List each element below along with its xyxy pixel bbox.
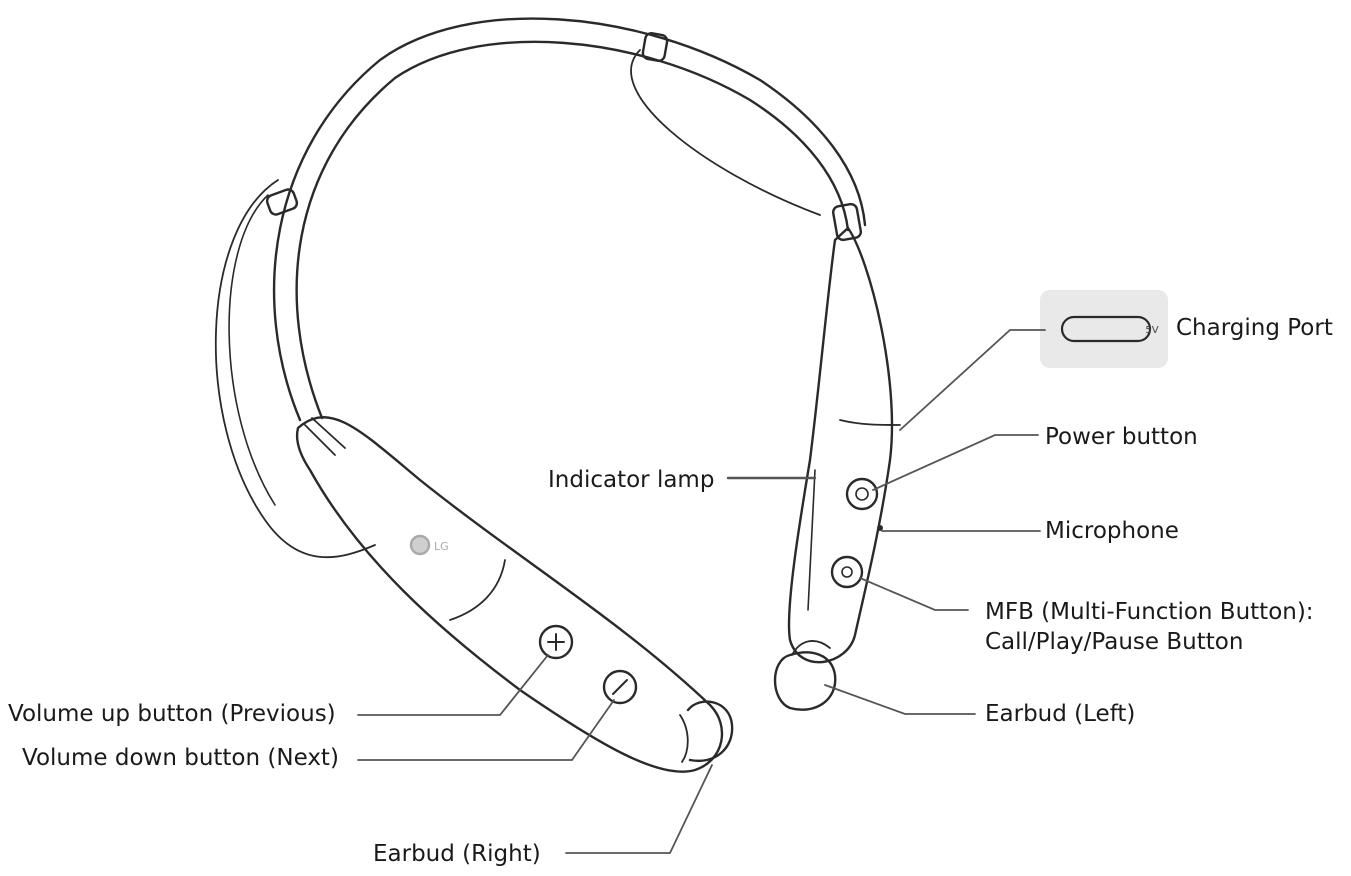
band-ring-top (641, 32, 669, 62)
leader-charging-port (899, 329, 1046, 431)
left-cable (214, 179, 376, 559)
label-mfb-line2: Call/Play/Pause Button (985, 629, 1244, 655)
earbud-right-shape (686, 700, 734, 763)
left-body (787, 226, 894, 664)
lg-logo-text: LG (434, 540, 449, 553)
label-earbud-left: Earbud (Left) (985, 701, 1136, 727)
power-button-shape (845, 477, 879, 511)
right-cable (630, 49, 821, 216)
volume-up-button-shape (538, 624, 574, 660)
mfb-button-shape (830, 555, 864, 589)
port-marking: 5V (1145, 325, 1158, 336)
band-ring-right (831, 202, 863, 242)
label-charging-port: Charging Port (1176, 315, 1333, 341)
leader-mfb (859, 577, 969, 611)
right-body (296, 416, 724, 773)
leader-volume-down (357, 699, 615, 761)
label-volume-up: Volume up button (Previous) (8, 701, 336, 727)
label-earbud-right: Earbud (Right) (373, 841, 541, 867)
label-volume-down: Volume down button (Next) (22, 745, 339, 771)
label-microphone: Microphone (1045, 518, 1179, 544)
earbud-left-shape (773, 651, 837, 711)
charging-port-shape (1060, 315, 1152, 343)
leader-earbud-left (824, 684, 976, 715)
leader-volume-up (357, 654, 549, 716)
volume-down-button-shape (602, 669, 638, 705)
leader-earbud-right (565, 764, 713, 854)
band-ring-left (265, 188, 299, 216)
neckband (272, 17, 867, 422)
label-mfb-line1: MFB (Multi-Function Button): (985, 599, 1314, 625)
leader-power-button (872, 434, 1039, 491)
label-indicator-lamp: Indicator lamp (548, 467, 715, 493)
label-power-button: Power button (1045, 424, 1198, 450)
